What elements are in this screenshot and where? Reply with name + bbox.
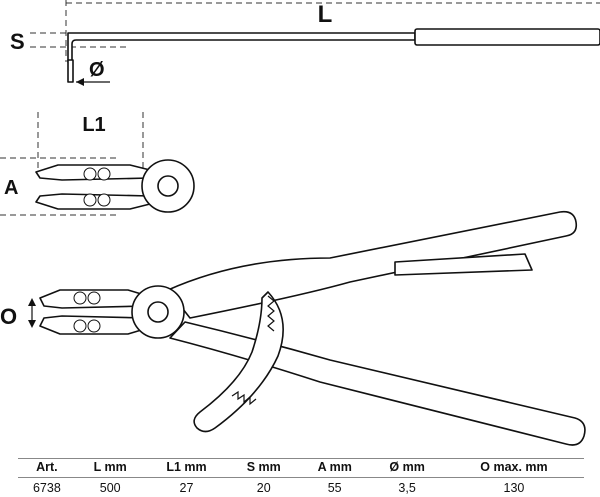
label-diameter: Ø [89, 59, 105, 81]
screw-icon [87, 291, 101, 305]
screw-icon [83, 167, 97, 181]
label-jaw-spread: A [4, 177, 18, 199]
ratchet-teeth [231, 390, 257, 406]
label-opening: O [0, 304, 17, 329]
table-row: 6738 500 27 20 55 3,5 130 [18, 478, 584, 497]
pivot-hole [147, 301, 169, 323]
full-pliers-view: O [0, 210, 586, 446]
ratchet-teeth [267, 295, 275, 332]
table-header-row: Art. L mm L1 mm S mm A mm Ø mm O max. mm [18, 458, 584, 478]
cell-jaw-length: 27 [179, 481, 194, 495]
cell-offset: 20 [256, 481, 271, 495]
screw-icon [97, 193, 111, 207]
screw-icon [73, 319, 87, 333]
label-length: L [318, 1, 333, 28]
pliers-technical-drawing: L S Ø L1 A [0, 0, 600, 446]
cell-length: 500 [99, 481, 121, 495]
opening-arrow-up [28, 298, 36, 306]
opening-arrow-down [28, 320, 36, 328]
screw-icon [73, 291, 87, 305]
cell-jaw-spread: 55 [327, 481, 342, 495]
cell-article: 6738 [32, 481, 61, 495]
header-diameter: Ø mm [370, 458, 444, 478]
upper-handle [167, 210, 578, 319]
screw-icon [83, 193, 97, 207]
pivot-hole [157, 175, 179, 197]
screw-icon [97, 167, 111, 181]
jaw-detail-view: L1 A [0, 112, 195, 216]
header-offset: S mm [228, 458, 300, 478]
label-offset: S [10, 29, 25, 54]
diameter-arrow-head [76, 78, 84, 86]
upper-handle-grip-plate [394, 253, 533, 276]
screw-icon [87, 319, 101, 333]
header-opening: O max. mm [443, 458, 584, 478]
cell-diameter: 3,5 [398, 481, 416, 495]
shaft-outline [67, 32, 416, 63]
handle-grip [414, 28, 600, 46]
side-view: L S Ø [10, 0, 600, 86]
specifications-table: Art. L mm L1 mm S mm A mm Ø mm O max. mm… [18, 458, 584, 496]
header-jaw-length: L1 mm [144, 458, 229, 478]
header-jaw-spread: A mm [299, 458, 371, 478]
pliers-tip [67, 59, 74, 83]
cell-opening: 130 [503, 481, 525, 495]
header-length: L mm [75, 458, 145, 478]
header-article: Art. [18, 458, 76, 478]
label-jaw-length: L1 [82, 114, 105, 136]
ratchet-arm [193, 291, 284, 433]
